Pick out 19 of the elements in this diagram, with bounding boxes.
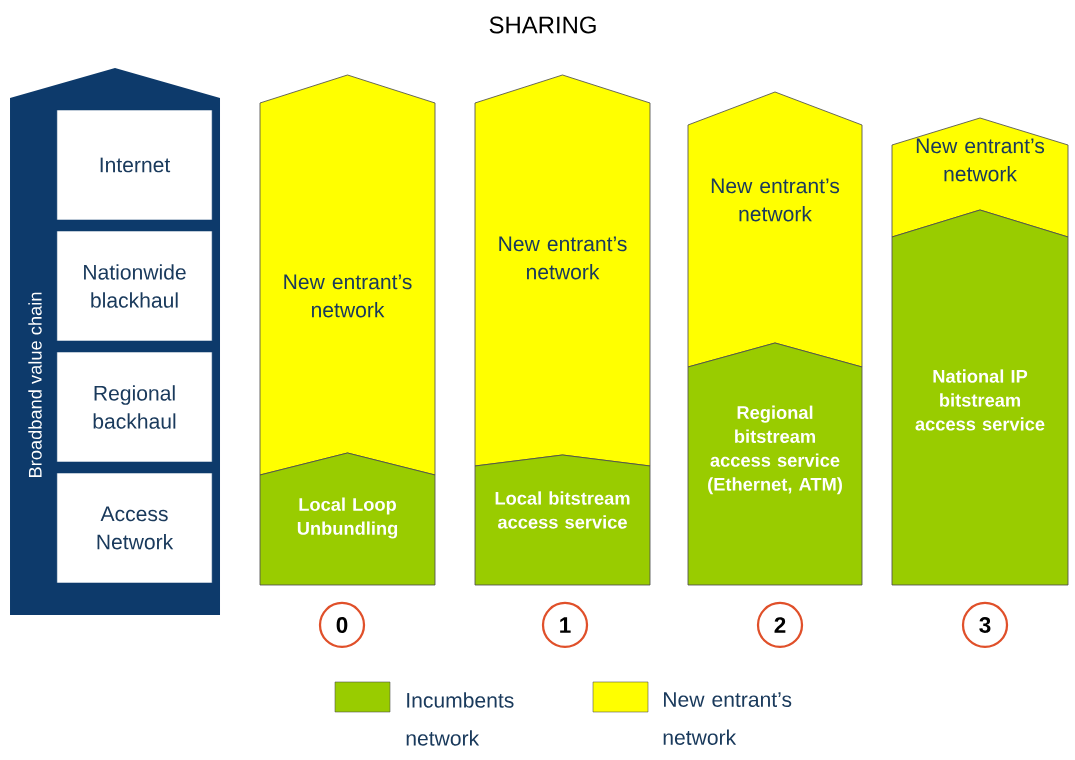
network-layer: New entrant’s network bbox=[259, 74, 436, 476]
option-number: 3 bbox=[961, 601, 1009, 649]
chain-stage-box: Nationwide blackhaul bbox=[56, 230, 213, 342]
network-layer: New entrant’s network bbox=[474, 74, 651, 467]
access-service-layer: Local Loop Unbundling bbox=[259, 452, 436, 586]
legend-label: New entrant’s network bbox=[663, 692, 792, 745]
access-service-layer: Regional bitstream access service (Ethernet, ATM) bbox=[687, 342, 863, 586]
title: SHARING bbox=[489, 16, 596, 34]
legend-label: Incumbents network bbox=[406, 692, 514, 746]
option-number: 0 bbox=[318, 601, 366, 649]
chain-stage-box: Internet bbox=[56, 109, 213, 221]
option-number: 2 bbox=[756, 601, 804, 649]
network-layer: New entrant’s network bbox=[687, 91, 863, 368]
access-service-layer: National IP bitstream access service bbox=[891, 209, 1069, 586]
option-number: 1 bbox=[541, 601, 589, 649]
chain-stage-box: Access Network bbox=[56, 472, 213, 584]
network-layer: New entrant’s network bbox=[891, 117, 1069, 238]
access-service-layer: Local bitstream access service bbox=[474, 454, 651, 586]
chain-stage-box: Regional backhaul bbox=[56, 351, 213, 463]
